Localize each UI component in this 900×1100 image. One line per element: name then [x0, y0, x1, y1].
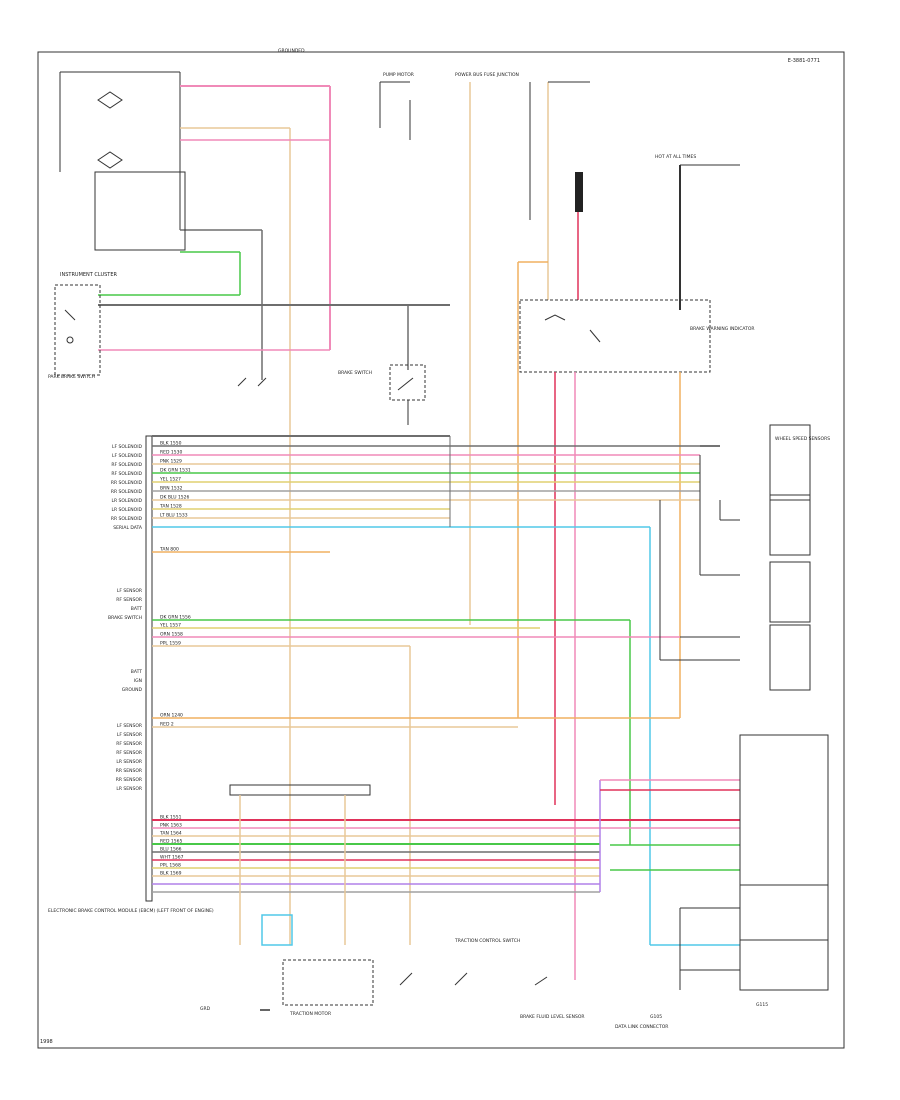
pump-label: PUMP MOTOR — [383, 72, 414, 78]
sensor-wires — [152, 551, 680, 945]
pin-label: LF SOLENOID — [112, 453, 143, 459]
brake-warning-label: BRAKE WARNING INDICATOR — [690, 326, 755, 332]
wire-label: ORN 1558 — [160, 632, 183, 638]
wire-label: RED 2 — [160, 722, 174, 728]
pin-label: LR SOLENOID — [111, 507, 142, 513]
wire-label: PPL 1568 — [160, 863, 181, 869]
switch-group: BRAKE SWITCH PARK BRAKE SWITCH — [48, 364, 426, 401]
top-label: GROUNDED — [278, 48, 305, 54]
junction-label: POWER BUS FUSE JUNCTION — [455, 72, 519, 78]
right-connectors: G115 G105 — [650, 734, 829, 1020]
cluster-label: INSTRUMENT CLUSTER — [60, 272, 118, 278]
pin-label: SERIAL DATA — [113, 525, 143, 531]
traction-label: TRACTION CONTROL SWITCH — [454, 938, 520, 944]
pin-label: RF SENSOR — [116, 750, 142, 756]
lower-wires — [152, 779, 740, 893]
pin-label: BATT — [131, 606, 142, 612]
g105-label: G105 — [650, 1014, 662, 1020]
g115-label: G115 — [756, 1002, 768, 1008]
sensors-label: WHEEL SPEED SENSORS — [775, 436, 830, 442]
relay-boxes: INSTRUMENT CLUSTER — [54, 72, 186, 376]
wheel-sensors: WHEEL SPEED SENSORS — [659, 424, 830, 691]
wire-label: BRN 1532 — [160, 486, 183, 492]
pin-label: LR SOLENOID — [111, 498, 142, 504]
pin-label: BRAKE SWITCH — [108, 615, 142, 621]
brake-switch-label: BRAKE SWITCH — [338, 370, 372, 376]
top-wiring: GROUNDED — [60, 48, 590, 945]
wire-label: TAN 1564 — [159, 831, 182, 837]
wire-label: BLK 1551 — [160, 815, 182, 821]
fuse-block-label: HOT AT ALL TIMES — [655, 154, 696, 160]
pin-label: LR SENSOR — [116, 759, 142, 765]
wire-label: PNK 1563 — [160, 823, 182, 829]
pin-label: LF SENSOR — [117, 588, 142, 594]
wire-label: DK BLU 1526 — [160, 495, 190, 501]
ebcm-label: ELECTRONIC BRAKE CONTROL MODULE (EBCM) (… — [48, 908, 214, 914]
pin-label: RR SOLENOID — [111, 480, 143, 486]
pin-label: RF SOLENOID — [111, 462, 142, 468]
pin-label: RR SOLENOID — [111, 489, 143, 495]
pin-label: RR SOLENOID — [111, 516, 143, 522]
pin-label: RF SENSOR — [116, 741, 142, 747]
pin-label: LF SOLENOID — [112, 444, 143, 450]
wire-label: PPL 1559 — [160, 641, 181, 647]
wire-label: DK GRN 1556 — [160, 615, 191, 621]
pin-label: IGN — [134, 678, 142, 684]
sensor-switch-label: BRAKE FLUID LEVEL SENSOR — [520, 1014, 585, 1020]
wire-label: RED 1565 — [160, 839, 182, 845]
pin-label: RF SENSOR — [116, 597, 142, 603]
pin-label: LF SENSOR — [117, 723, 142, 729]
solenoid-wires — [152, 436, 740, 946]
pin-label-column: LF SOLENOID LF SOLENOID RF SOLENOID RF SOLE… — [108, 444, 143, 792]
page-number: 1998 — [40, 1039, 53, 1045]
wire-label: BLK 1550 — [160, 441, 182, 447]
wire-label: WHT 1567 — [160, 855, 184, 861]
relay-grd-label: GRD — [200, 1006, 211, 1012]
wire-label: DK GRN 1531 — [160, 468, 191, 474]
wire-label: PNK 1529 — [160, 459, 182, 465]
diagram-frame — [37, 51, 845, 1049]
ebcm-module: ELECTRONIC BRAKE CONTROL MODULE (EBCM) (… — [48, 435, 450, 914]
wire-label: LT BLU 1533 — [160, 513, 188, 519]
pin-label: LF SENSOR — [117, 732, 142, 738]
park-brake-label: PARK BRAKE SWITCH — [48, 374, 95, 380]
wire-label: TAN 1528 — [159, 504, 182, 510]
pin-label: BATT — [131, 669, 142, 675]
wire-label: BLU 1566 — [160, 847, 182, 853]
pin-label: LR SENSOR — [116, 786, 142, 792]
pin-label: RF SOLENOID — [111, 471, 142, 477]
motor-label: TRACTION MOTOR — [289, 1011, 331, 1017]
pin-label: GROUND — [122, 687, 143, 693]
wire-label: RED 1530 — [160, 450, 182, 456]
data-link-label: DATA LINK CONNECTOR — [615, 1024, 668, 1030]
bottom-components: TRACTION MOTOR TRACTION CONTROL SWITCH B… — [200, 784, 668, 1030]
diagram-id: E-3881-0771 — [788, 58, 820, 64]
wire-label: YEL 1557 — [159, 623, 181, 629]
pin-label: RR SENSOR — [116, 768, 142, 774]
wire-label: ORN 1240 — [160, 713, 183, 719]
wire-label: YEL 1527 — [159, 477, 181, 483]
wire-label: BLK 1569 — [160, 871, 182, 877]
pin-label: RR SENSOR — [116, 777, 142, 783]
wire-label: TAN 800 — [159, 547, 179, 553]
